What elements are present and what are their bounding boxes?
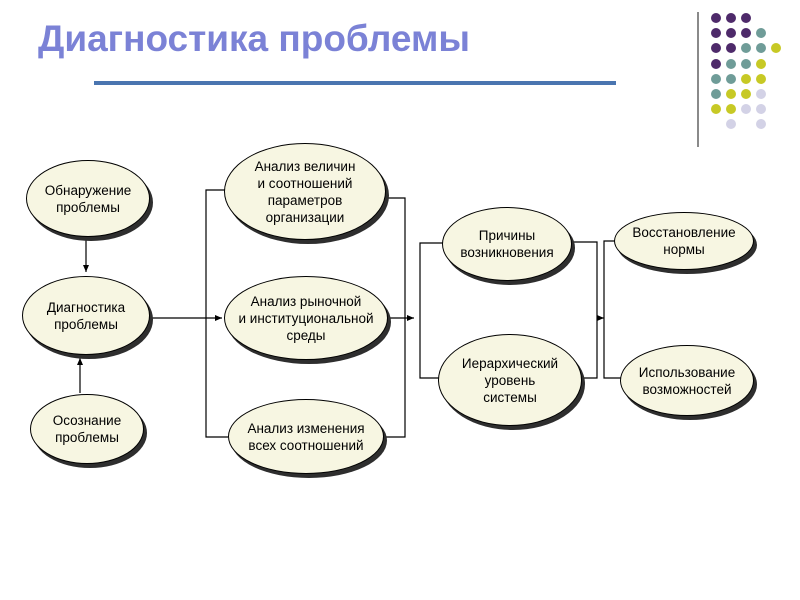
- decorative-dot: [741, 89, 751, 99]
- node-diagnostics: Диагностика проблемы: [22, 276, 150, 355]
- node-analysis-market: Анализ рыночной и институциональной сред…: [224, 276, 388, 360]
- decorative-dot: [726, 43, 736, 54]
- decorative-dot: [741, 13, 751, 23]
- decorative-vertical-rule: [697, 12, 699, 147]
- decorative-dot: [741, 58, 751, 69]
- decorative-dot: [726, 119, 736, 130]
- node-awareness: Осознание проблемы: [30, 394, 144, 464]
- decorative-dot: [711, 58, 721, 69]
- slide-title: Диагностика проблемы: [38, 18, 470, 59]
- decorative-dot: [726, 89, 736, 99]
- decorative-dot: [756, 73, 766, 84]
- node-causes: Причины возникновения: [442, 207, 572, 281]
- decorative-dot: [711, 89, 721, 99]
- decorative-dot: [756, 43, 766, 54]
- node-analysis-changes: Анализ изменения всех соотношений: [228, 399, 384, 474]
- decorative-dot: [741, 73, 751, 84]
- bracket-causes-right: [570, 241, 598, 379]
- node-restore: Восстановление нормы: [614, 212, 754, 270]
- decorative-dot: [756, 104, 766, 115]
- decorative-dot: [756, 119, 766, 130]
- decorative-dot: [726, 104, 736, 115]
- decorative-dot: [711, 28, 721, 39]
- node-detection: Обнаружение проблемы: [26, 160, 150, 237]
- decorative-dot: [726, 28, 736, 39]
- decorative-dot: [741, 43, 751, 54]
- decorative-dot: [711, 73, 721, 84]
- decorative-dot: [711, 104, 721, 115]
- node-hierarchy: Иерархический уровень системы: [438, 334, 582, 426]
- decorative-dot: [771, 43, 781, 54]
- title-underline: [94, 81, 616, 85]
- decorative-dot: [711, 43, 721, 54]
- decorative-dot: [756, 58, 766, 69]
- decorative-dot: [726, 58, 736, 69]
- decorative-dot: [756, 28, 766, 39]
- decorative-dot: [711, 13, 721, 23]
- bracket-outcomes: [603, 240, 622, 379]
- node-opportunities: Использование возможностей: [620, 345, 754, 416]
- decorative-dot: [726, 13, 736, 23]
- decorative-dot: [741, 104, 751, 115]
- bracket-analysis-left: [205, 189, 230, 438]
- decorative-dot: [741, 28, 751, 39]
- decorative-dot: [756, 89, 766, 99]
- node-analysis-params: Анализ величин и соотношений параметров …: [224, 143, 386, 240]
- bracket-causes-left: [419, 242, 443, 379]
- decorative-dot: [726, 73, 736, 84]
